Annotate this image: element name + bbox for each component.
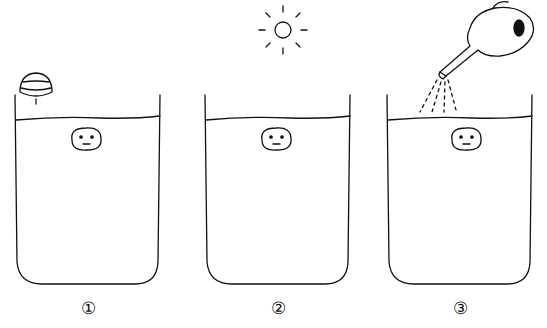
smiley-object xyxy=(72,128,101,150)
sun xyxy=(259,6,307,54)
beaker xyxy=(15,95,160,284)
smiley-object xyxy=(262,128,291,150)
smiley-object xyxy=(452,128,481,150)
callout-number: ③ xyxy=(453,298,468,318)
beaker xyxy=(205,95,350,284)
water-drops xyxy=(420,80,456,112)
beaker xyxy=(387,95,532,284)
callout-number: ① xyxy=(81,298,96,318)
watering-can xyxy=(439,2,534,79)
callout-number: ② xyxy=(271,298,286,318)
lid xyxy=(20,73,52,104)
